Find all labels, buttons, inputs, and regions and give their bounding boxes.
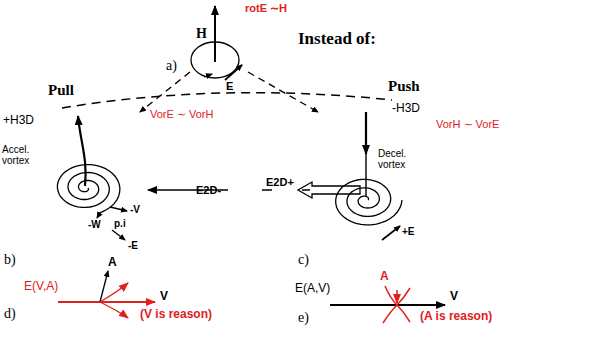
vector-label: -E (128, 240, 138, 251)
vortex-label: Decel. vortex (378, 148, 424, 170)
panel-letter: a) (166, 58, 177, 73)
panel-letter: b) (4, 252, 16, 267)
vector-label: p.i (114, 218, 126, 229)
field-label: E(V,A) (24, 280, 58, 293)
vector-label: H (196, 26, 207, 41)
vector-label: +E (402, 226, 415, 237)
field-relation: VorH ∼ VorE (436, 118, 499, 130)
vector-label: +H3D (3, 114, 34, 127)
note-label: (A is reason) (420, 310, 492, 323)
heading-note: Instead of: (298, 30, 376, 49)
vector-label: V (450, 290, 458, 303)
vector-label: V (160, 290, 168, 303)
field-relation: rotE ∼H (245, 2, 287, 14)
field-label: E(A,V) (295, 282, 330, 295)
panel-letter: d) (4, 306, 16, 321)
vortex-label: Accel. vortex (2, 144, 48, 166)
vector-label: -W (88, 219, 101, 230)
vector-label: A (108, 256, 117, 269)
field-relation: VorE ∼ VorH (150, 108, 213, 120)
field-label: E2D- (196, 184, 221, 196)
mode-label: Pull (48, 82, 74, 99)
panel-letter: e) (298, 310, 309, 325)
mode-label: Push (388, 78, 420, 95)
vector-label: -V (130, 204, 140, 215)
panel-letter: c) (298, 252, 309, 267)
vector-label: A (380, 270, 389, 283)
vector-label: -H3D (392, 102, 420, 115)
field-label: E2D+ (266, 176, 294, 188)
vector-label: E (226, 80, 233, 92)
note-label: (V is reason) (140, 308, 212, 321)
